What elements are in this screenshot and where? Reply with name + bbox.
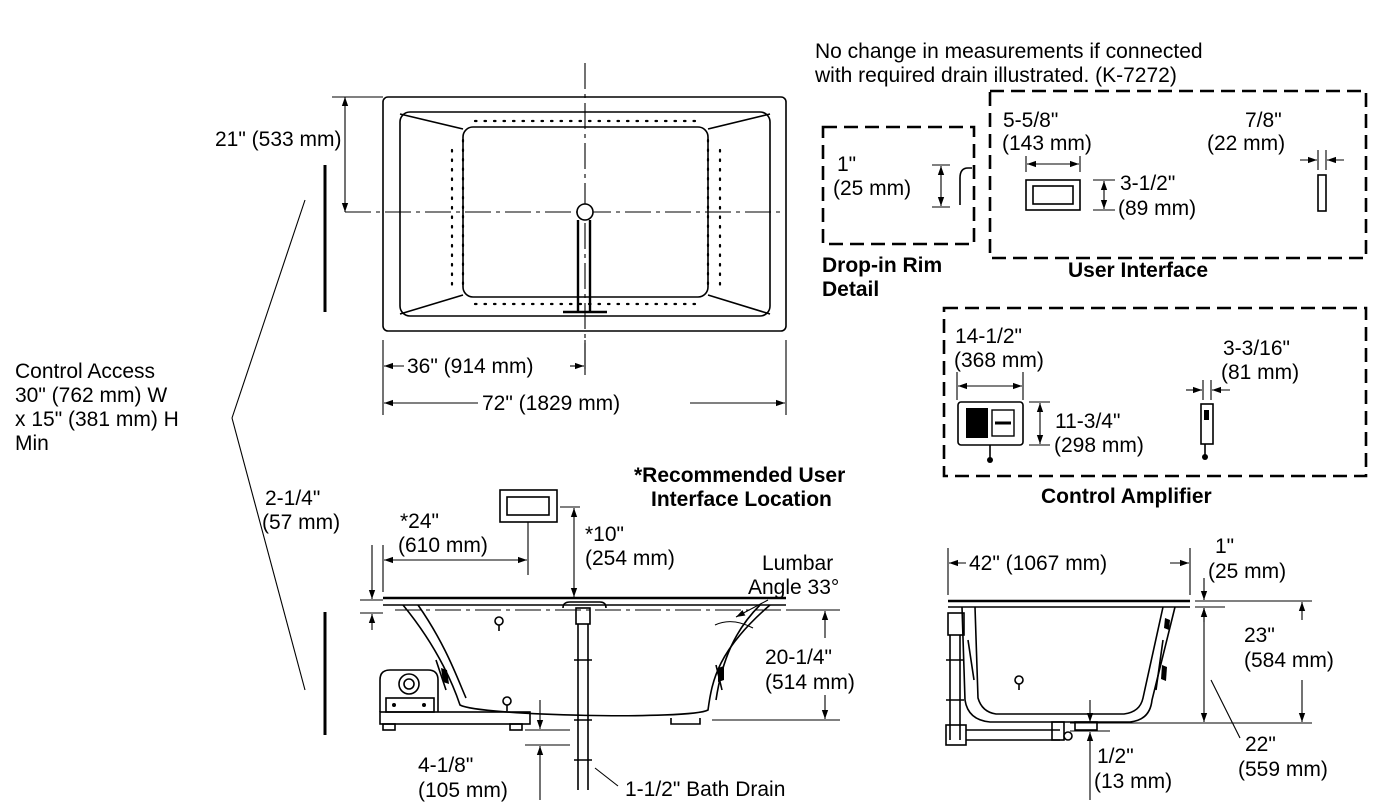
- ui-offset-mm: (610 mm): [398, 534, 488, 557]
- rim-dim-in: 1": [837, 153, 856, 176]
- control-access-note: Control Access 30" (762 mm) W x 15" (381…: [15, 199, 306, 691]
- control-access-line2: 30" (762 mm) W: [15, 384, 167, 407]
- user-interface-detail: 5-5/8" (143 mm) 3-1/2" (89 mm) 7/8" (22 …: [988, 89, 1368, 282]
- side-height-in: 23": [1244, 624, 1275, 647]
- lumbar-line2: Angle 33°: [748, 576, 839, 599]
- recommended-line2: Interface Location: [651, 488, 832, 511]
- overall-length-label: 72" (1829 mm): [482, 392, 620, 415]
- front-rim-in: 2-1/4": [265, 487, 320, 510]
- amp-width-in: 14-1/2": [955, 325, 1022, 348]
- side-inner-in: 22": [1245, 733, 1276, 756]
- ui-title: User Interface: [1068, 259, 1208, 282]
- side-height-mm: (584 mm): [1244, 649, 1334, 672]
- top-view: 21" (533 mm) 36" (914 mm) 72" (1829 mm): [215, 63, 787, 415]
- half-length-label: 36" (914 mm): [407, 355, 534, 378]
- ui-height-in: 3-1/2": [1120, 172, 1175, 195]
- side-drain-mm: (13 mm): [1094, 770, 1172, 793]
- amp-depth-mm: (81 mm): [1221, 361, 1299, 384]
- control-access-line1: Control Access: [15, 360, 155, 383]
- top-depth-label: 21" (533 mm): [215, 128, 342, 151]
- control-amplifier-detail: 14-1/2" (368 mm) 11-3/4" (298 mm) 3-3/16…: [942, 306, 1368, 508]
- rim-dim-mm: (25 mm): [833, 177, 911, 200]
- front-rim-mm: (57 mm): [262, 511, 340, 534]
- drain-note-line1: No change in measurements if connected: [815, 40, 1203, 63]
- side-rim-mm: (25 mm): [1208, 560, 1286, 583]
- amp-title: Control Amplifier: [1041, 485, 1212, 508]
- amp-depth-in: 3-3/16": [1223, 337, 1290, 360]
- side-inner-mm: (559 mm): [1238, 758, 1328, 781]
- control-access-line3: x 15" (381 mm) H: [15, 408, 179, 431]
- ui-offset-in: *24": [400, 510, 439, 533]
- front-depth-in: 20-1/4": [765, 646, 832, 669]
- side-width-label: 42" (1067 mm): [969, 552, 1107, 575]
- side-view: 42" (1067 mm) 1" (25 mm) 23": [945, 535, 1334, 800]
- front-view: *Recommended User Interface Location 2-1…: [262, 464, 855, 802]
- bath-drain-label: 1-1/2" Bath Drain: [625, 778, 785, 801]
- amp-height-in: 11-3/4": [1055, 410, 1120, 433]
- drain-drop-mm: (105 mm): [418, 779, 508, 802]
- ui-depth-in: 7/8": [1245, 109, 1282, 132]
- amp-width-mm: (368 mm): [954, 349, 1044, 372]
- side-drain-in: 1/2": [1097, 745, 1134, 768]
- ui-depth-mm: (22 mm): [1207, 132, 1285, 155]
- ui-width-mm: (143 mm): [1002, 132, 1092, 155]
- recommended-line1: *Recommended User: [634, 464, 845, 487]
- ui-height-mm-label: (254 mm): [585, 547, 675, 570]
- lumbar-line1: Lumbar: [762, 552, 833, 575]
- amp-height-mm: (298 mm): [1054, 434, 1144, 457]
- rim-title-line1: Drop-in Rim: [822, 254, 942, 277]
- drain-note-line2: with required drain illustrated. (K-7272…: [814, 64, 1177, 87]
- ui-width-in: 5-5/8": [1003, 109, 1058, 132]
- side-rim-in: 1": [1215, 535, 1234, 558]
- drain-drop-in: 4-1/8": [418, 754, 473, 777]
- ui-height-in-label: *10": [585, 523, 624, 546]
- rim-title-line2: Detail: [822, 278, 879, 301]
- ui-height-mm: (89 mm): [1118, 197, 1196, 220]
- front-depth-mm: (514 mm): [765, 671, 855, 694]
- control-access-line4: Min: [15, 432, 49, 455]
- drop-in-rim-detail: 1" (25 mm) Drop-in Rim Detail: [821, 125, 976, 301]
